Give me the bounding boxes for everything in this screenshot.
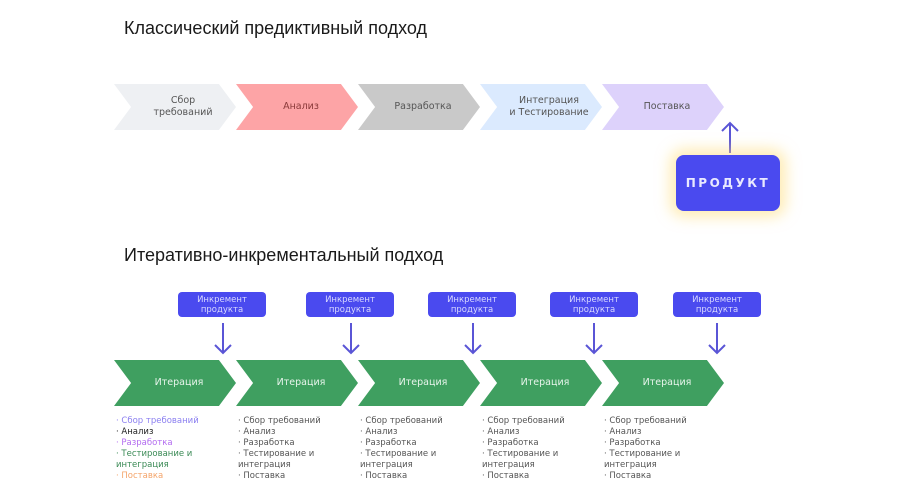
iteration-steps-list: · Сбор требований· Анализ· Разработка· Т… (238, 416, 353, 482)
increment-label: Инкремент (447, 294, 497, 305)
arrow-down-icon (342, 323, 360, 355)
classic-approach-title: Классический предиктивный подход (124, 18, 428, 38)
arrow-down-icon (214, 323, 232, 355)
iteration-step: · Тестирование и (238, 449, 315, 459)
iteration-step: интеграция (360, 460, 413, 470)
iteration-chevron: Итерация (358, 360, 480, 406)
iteration-step: · Поставка (604, 471, 652, 481)
iteration-step: · Сбор требований (116, 416, 199, 426)
iteration-steps-list: · Сбор требований· Анализ· Разработка· Т… (116, 416, 231, 482)
product-box: ПРОДУКТ (676, 155, 780, 211)
iteration-steps-list: · Сбор требований· Анализ· Разработка· Т… (360, 416, 475, 482)
stage-development: Разработка (358, 84, 480, 130)
iteration-step: · Разработка (360, 438, 417, 448)
iteration-step: · Сбор требований (604, 416, 687, 426)
increment-label: продукта (695, 304, 739, 315)
arrow-up-icon (721, 121, 739, 153)
iteration-step: интеграция (604, 460, 657, 470)
iteration-step: · Тестирование и (116, 449, 193, 459)
iterative-approach-title: Итеративно-инкрементальный подход (124, 245, 444, 265)
iteration-step: · Разработка (238, 438, 295, 448)
increment-label: продукта (328, 304, 372, 315)
iteration-step: · Разработка (116, 438, 173, 448)
iteration-step: · Поставка (238, 471, 286, 481)
iteration-step: · Поставка (116, 471, 164, 481)
iteration-step: · Анализ (238, 427, 276, 437)
arrow-down-icon (585, 323, 603, 355)
iteration-step: · Сбор требований (238, 416, 321, 426)
iteration-chevron: Итерация (602, 360, 724, 406)
increment-label: продукта (572, 304, 616, 315)
iteration-label: Итерация (398, 377, 448, 388)
iteration-step: · Тестирование и (604, 449, 681, 459)
increment-label: Инкремент (325, 294, 375, 305)
iteration-step: · Анализ (116, 427, 154, 437)
iteration-step: · Анализ (360, 427, 398, 437)
stage-label: и Тестирование (509, 107, 589, 118)
iteration-step: интеграция (238, 460, 291, 470)
increment-label: Инкремент (569, 294, 619, 305)
iteration-chevron: Итерация (236, 360, 358, 406)
iteration-step: интеграция (116, 460, 169, 470)
stage-label: Интеграция (519, 95, 579, 106)
iteration-steps-list: · Сбор требований· Анализ· Разработка· Т… (482, 416, 597, 482)
stage-label: требований (153, 107, 213, 118)
iteration-label: Итерация (520, 377, 570, 388)
stage-analysis: Анализ (236, 84, 358, 130)
increment-label: Инкремент (197, 294, 247, 305)
iteration-step: · Тестирование и (360, 449, 437, 459)
iteration-step: · Поставка (360, 471, 408, 481)
iteration-chevron: Итерация (114, 360, 236, 406)
iteration-chevron: Итерация (480, 360, 602, 406)
iteration-step: · Разработка (604, 438, 661, 448)
iteration-step: · Разработка (482, 438, 539, 448)
iteration-step: · Тестирование и (482, 449, 559, 459)
arrow-down-icon (464, 323, 482, 355)
arrow-down-icon (708, 323, 726, 355)
increment-label: продукта (450, 304, 494, 315)
iteration-step: · Сбор требований (360, 416, 443, 426)
stage-label: Сбор (170, 95, 196, 106)
increment-label: Инкремент (692, 294, 742, 305)
stage-label: Разработка (394, 101, 452, 112)
iteration-label: Итерация (154, 377, 204, 388)
iteration-step: · Поставка (482, 471, 530, 481)
iteration-step: · Анализ (482, 427, 520, 437)
iteration-steps-list: · Сбор требований· Анализ· Разработка· Т… (604, 416, 719, 482)
stage-label: Анализ (283, 101, 319, 112)
iteration-label: Итерация (642, 377, 692, 388)
iteration-label: Итерация (276, 377, 326, 388)
iteration-step: интеграция (482, 460, 535, 470)
iteration-step: · Анализ (604, 427, 642, 437)
stage-delivery: Поставка (602, 84, 724, 130)
iteration-step: · Сбор требований (482, 416, 565, 426)
increment-label: продукта (200, 304, 244, 315)
stage-label: Поставка (643, 101, 691, 112)
